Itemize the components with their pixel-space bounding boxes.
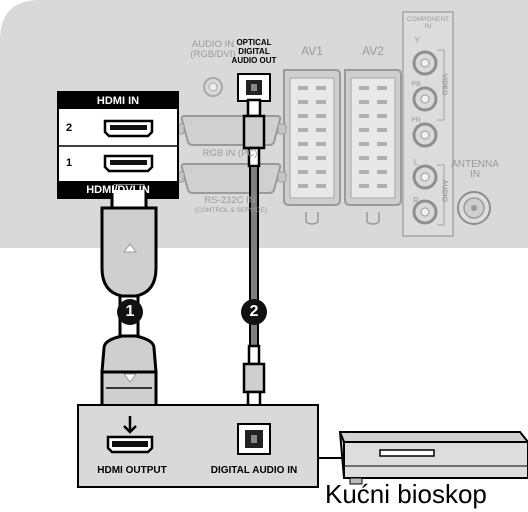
rs232c-port <box>180 163 282 194</box>
pr-label: PR <box>411 117 421 124</box>
rs232c-sub-label: (CONTROL & SERVICE) <box>194 207 268 214</box>
optical-cable <box>242 98 266 410</box>
antenna-label: ANTENNA IN <box>451 159 499 180</box>
rs232c-label: RS-232C IN <box>204 195 256 206</box>
hdmi-output-label: HDMI OUTPUT <box>97 465 167 476</box>
hdmi-panel-title: HDMI IN <box>96 95 140 107</box>
rgb-in-label: RGB IN (PC) <box>202 148 258 159</box>
digital-audio-in-label: DIGITAL AUDIO IN <box>210 465 298 476</box>
device-caption: Kućni bioskop <box>325 479 487 509</box>
optical-label: OPTICAL DIGITAL AUDIO OUT <box>231 38 277 65</box>
hdmi-port-1-label: 1 <box>66 157 73 169</box>
audio-label: AUDIO <box>440 179 448 203</box>
component-in-label: COMPONENT IN <box>406 16 450 30</box>
audio-in-label: AUDIO IN (RGB/DVI) <box>190 39 236 60</box>
av2-label: AV2 <box>362 44 384 58</box>
home-theater-device <box>338 431 528 485</box>
hdmi-panel-header <box>58 92 178 109</box>
l-label: L <box>413 158 419 167</box>
rgb-in-port <box>180 115 282 146</box>
r-label: R <box>413 196 419 205</box>
pb-label: PB <box>411 81 421 88</box>
video-label: VIDEO <box>440 73 448 96</box>
av2-scart-connector <box>344 69 402 225</box>
av1-label: AV1 <box>301 44 323 58</box>
hdmi-port-2-label: 2 <box>66 122 73 134</box>
step-2-badge: 2 <box>241 299 267 325</box>
av1-scart-connector <box>283 69 341 225</box>
y-label: Y <box>414 36 420 45</box>
hdmi-panel-footer-label: HDMI/DVI IN <box>86 184 150 196</box>
step-1-badge: 1 <box>117 299 143 325</box>
